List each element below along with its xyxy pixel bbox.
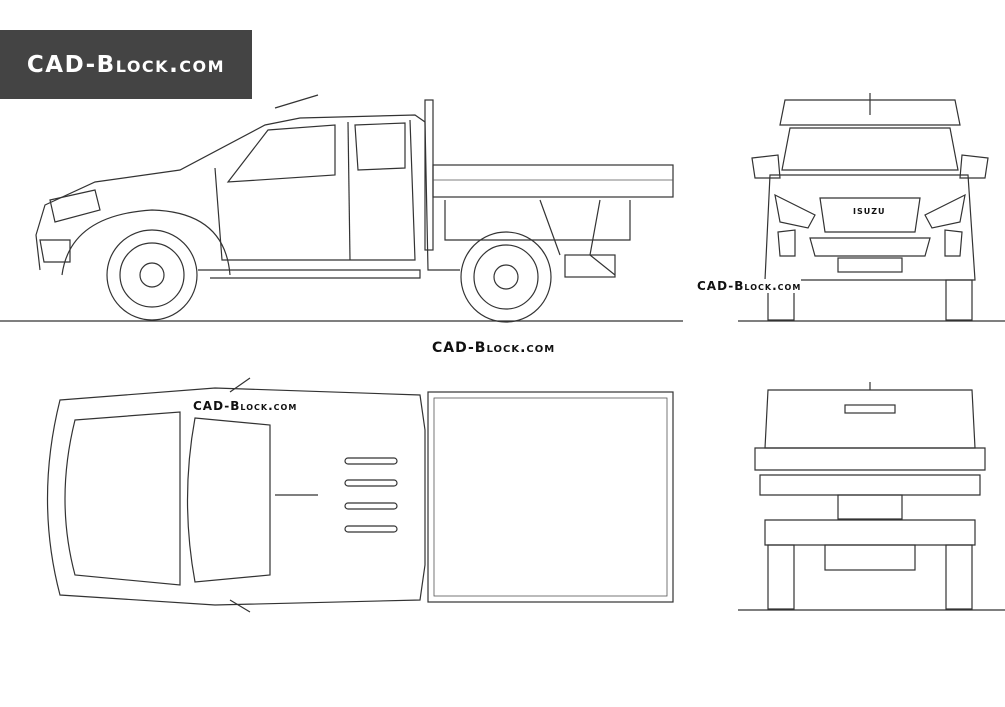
top-view [46, 377, 674, 613]
roof-vents [344, 457, 398, 533]
front-view-watermark-label: CAD-Block.com [697, 279, 802, 293]
front-view [738, 93, 1005, 322]
top-view-watermark-label: CAD-Block.com [193, 399, 298, 413]
cad-block-watermark-banner: CAD-Block.com [0, 30, 252, 99]
center-watermark-label: CAD-Block.com [432, 340, 556, 356]
side-view [0, 94, 683, 323]
rear-view [738, 382, 1005, 611]
watermark-text: CAD-Block.com [26, 51, 226, 78]
grille-badge: ISUZU [852, 205, 887, 219]
